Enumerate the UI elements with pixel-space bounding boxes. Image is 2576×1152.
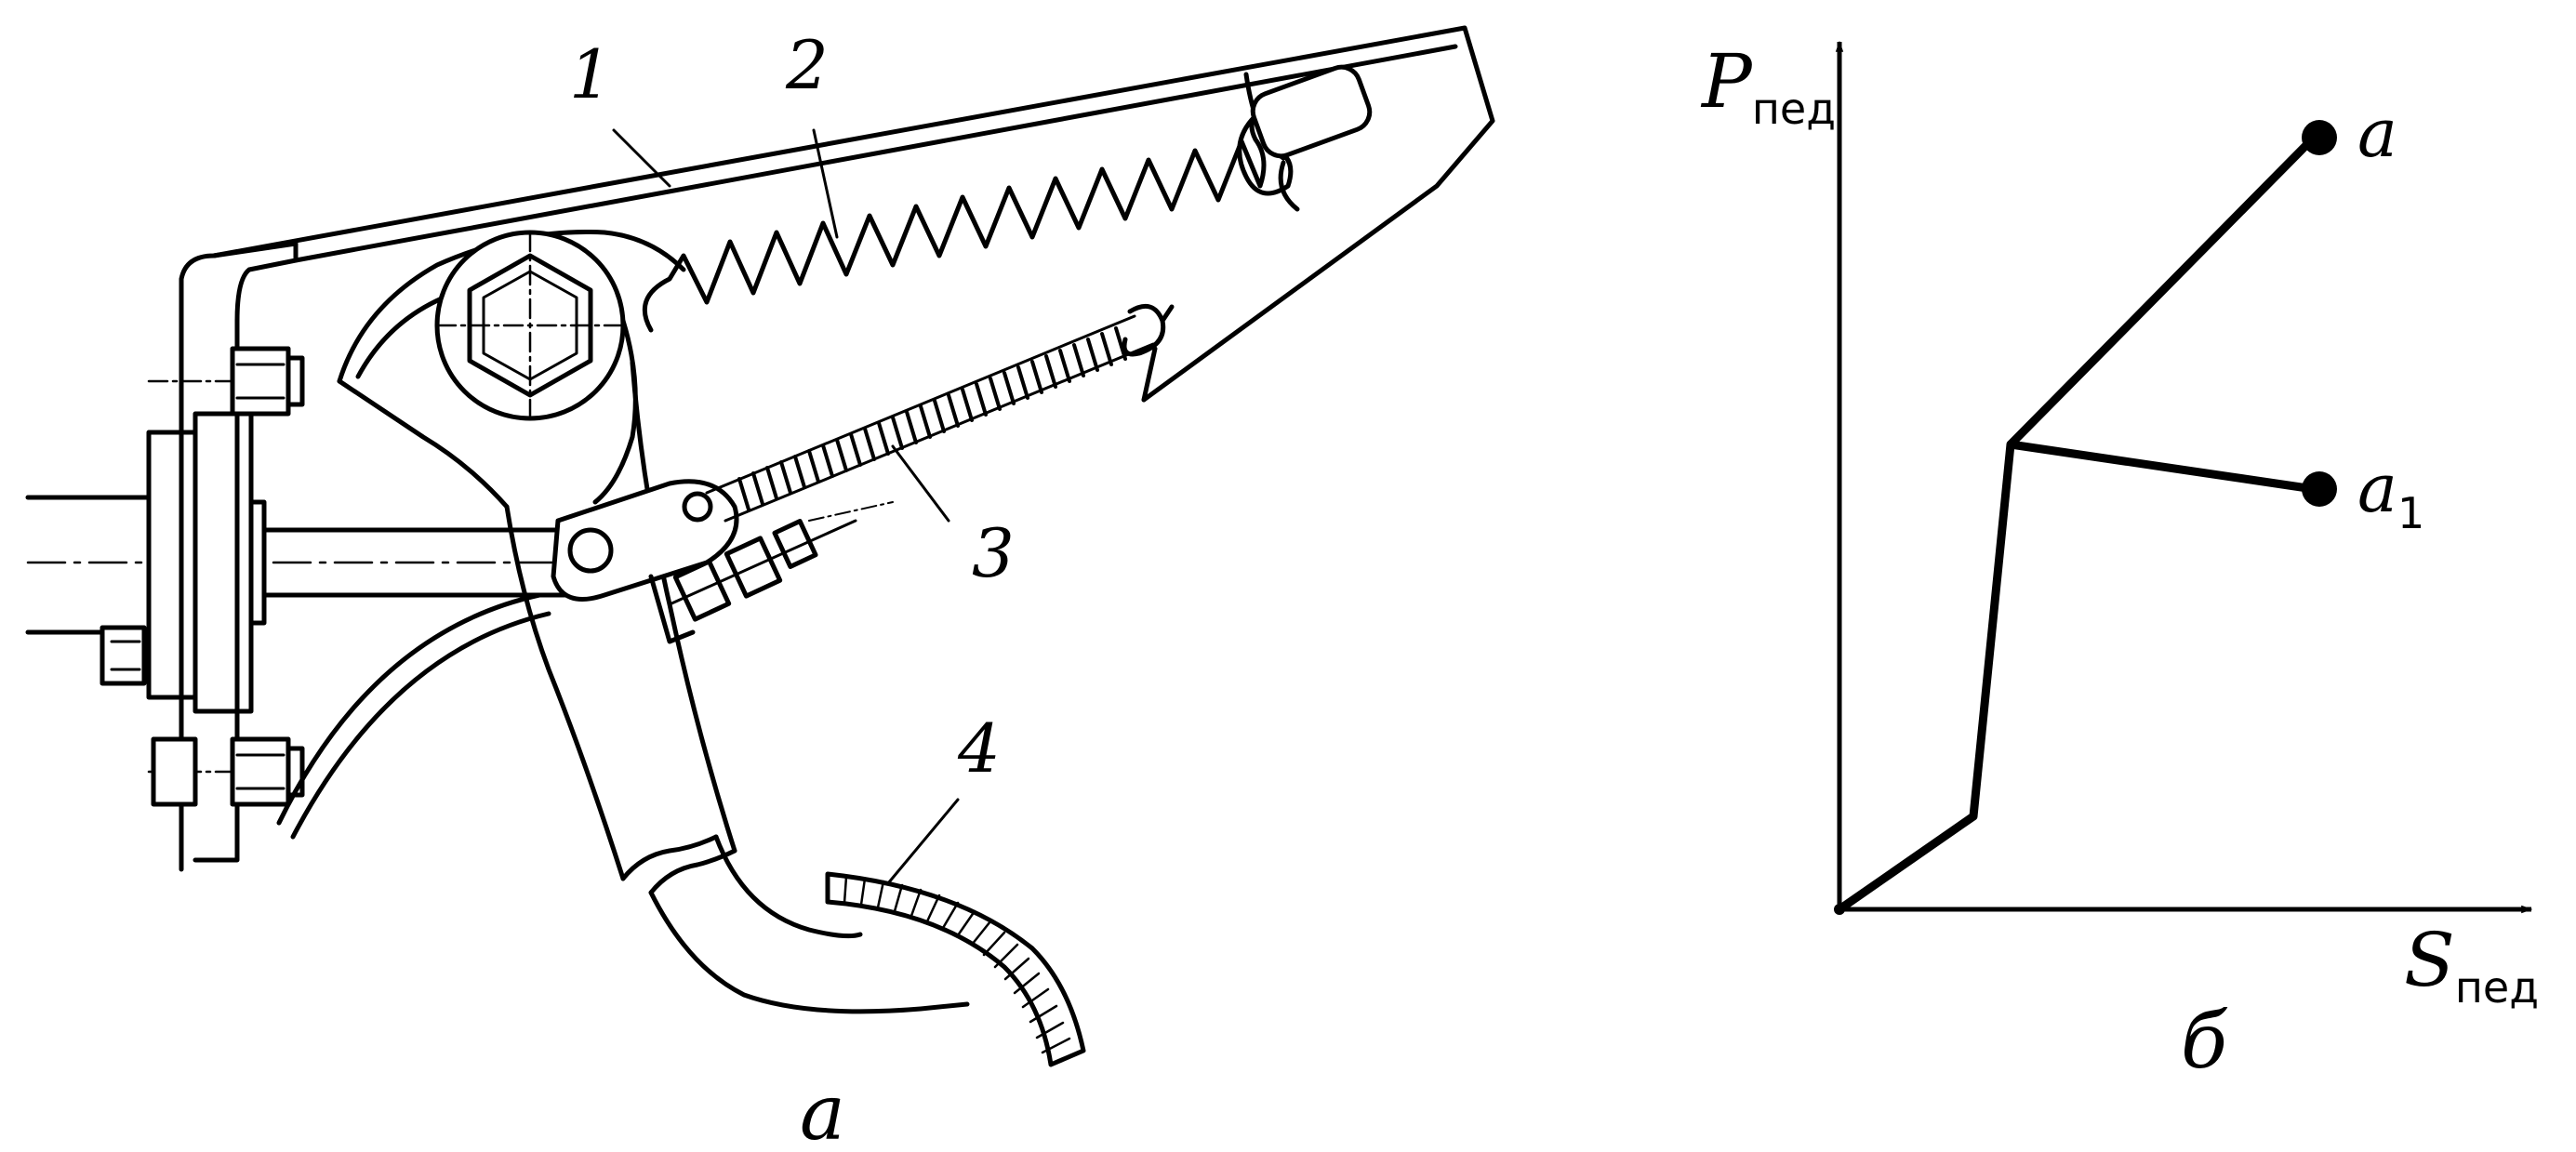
clevis-link	[551, 479, 739, 602]
x-axis-symbol: S	[2404, 917, 2455, 1003]
label-part-1: 1	[569, 35, 612, 113]
flange-bolts	[100, 346, 305, 807]
origin-point	[1834, 904, 1845, 915]
leader-4	[886, 798, 960, 885]
point-a1	[2302, 471, 2337, 507]
mounting-flange	[146, 411, 267, 714]
label-part-4: 4	[957, 709, 1001, 788]
x-axis-subscript: пед	[2455, 962, 2539, 1013]
point-a-label: a	[2357, 94, 2397, 172]
pedal-mechanism-drawing	[25, 25, 1495, 1067]
y-axis-symbol: P	[1700, 38, 1753, 125]
point-a1-label: a1	[2357, 449, 2424, 538]
y-axis-subscript: пед	[1752, 84, 1836, 134]
label-part-3: 3	[972, 514, 1015, 592]
leader-lines	[612, 128, 960, 885]
adjusting-screw	[648, 501, 894, 644]
bracket-lower-strut	[276, 592, 542, 826]
caption-b: б	[2181, 998, 2228, 1086]
upper-spring	[642, 109, 1267, 333]
pedal-hub	[434, 230, 638, 505]
point-a1-base: a	[2357, 449, 2397, 527]
point-a	[2302, 120, 2337, 155]
pedal-pad	[825, 871, 1086, 1067]
point-a1-index: 1	[2397, 488, 2424, 538]
y-axis-label: Pпед	[1700, 38, 1836, 134]
leader-3	[891, 444, 950, 523]
caption-a: а	[800, 1069, 845, 1152]
cylinder	[25, 495, 152, 635]
characteristic-graph	[1834, 40, 2533, 915]
label-part-2: 2	[785, 26, 829, 104]
characteristic-line-a1	[2006, 440, 2318, 494]
leader-1	[612, 128, 671, 188]
leader-2	[812, 128, 839, 239]
lower-spring	[705, 303, 1175, 523]
pedal-bracket	[179, 25, 1495, 872]
characteristic-line-a	[1837, 134, 2317, 913]
x-axis-label: Sпед	[2404, 917, 2539, 1013]
